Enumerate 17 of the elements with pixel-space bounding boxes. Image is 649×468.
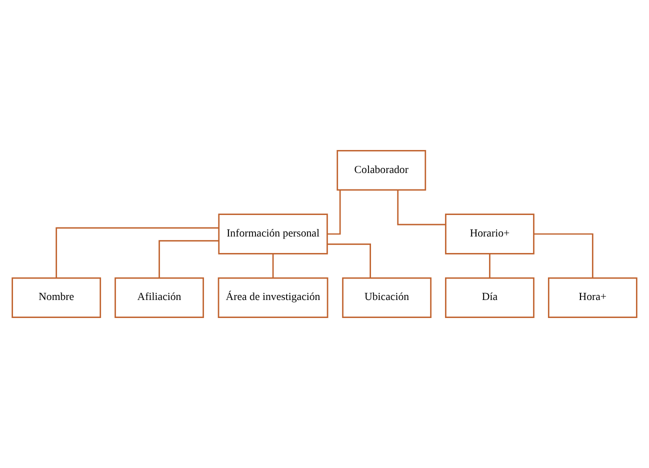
- node-box: Hora+: [548, 277, 638, 318]
- connector: [534, 233, 594, 278]
- node-box: Colaborador: [336, 150, 426, 191]
- node-box: Nombre: [12, 277, 102, 318]
- node-box: Afiliación: [114, 277, 204, 318]
- connector: [327, 190, 341, 235]
- node-box: Ubicación: [342, 277, 432, 318]
- node-box: Área de investigación: [218, 277, 328, 318]
- connector: [489, 254, 490, 278]
- connector: [327, 243, 371, 278]
- connector: [56, 227, 219, 278]
- node-box: Horario+: [445, 214, 534, 254]
- node-box: Día: [445, 277, 534, 318]
- connector: [397, 190, 446, 226]
- node-box: Información personal: [218, 214, 328, 254]
- connector: [158, 240, 219, 278]
- connector: [272, 254, 274, 278]
